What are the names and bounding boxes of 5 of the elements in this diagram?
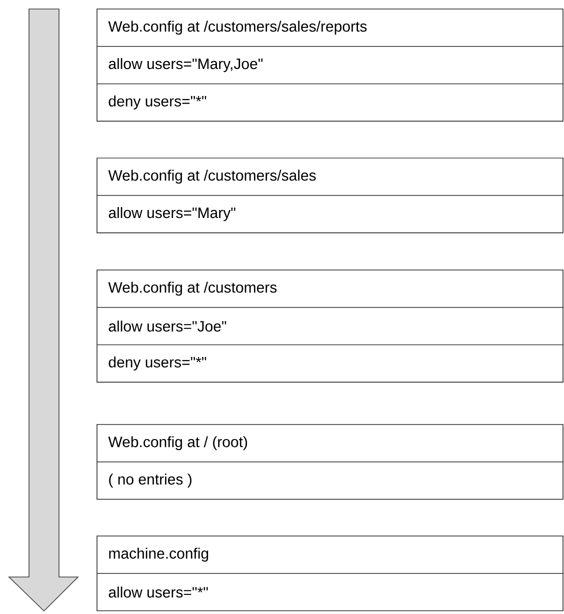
config-box: Web.config at /customers/sales allow users="Mary" bbox=[96, 158, 564, 234]
config-box: Web.config at /customers/sales/reports allow users="Mary,Joe" deny users="*" bbox=[96, 8, 564, 122]
config-box: Web.config at /customers allow users="Joe" deny users="*" bbox=[96, 270, 564, 383]
config-box: Web.config at / (root) ( no entries ) bbox=[96, 424, 564, 500]
config-box: machine.config allow users="*" bbox=[96, 536, 564, 612]
